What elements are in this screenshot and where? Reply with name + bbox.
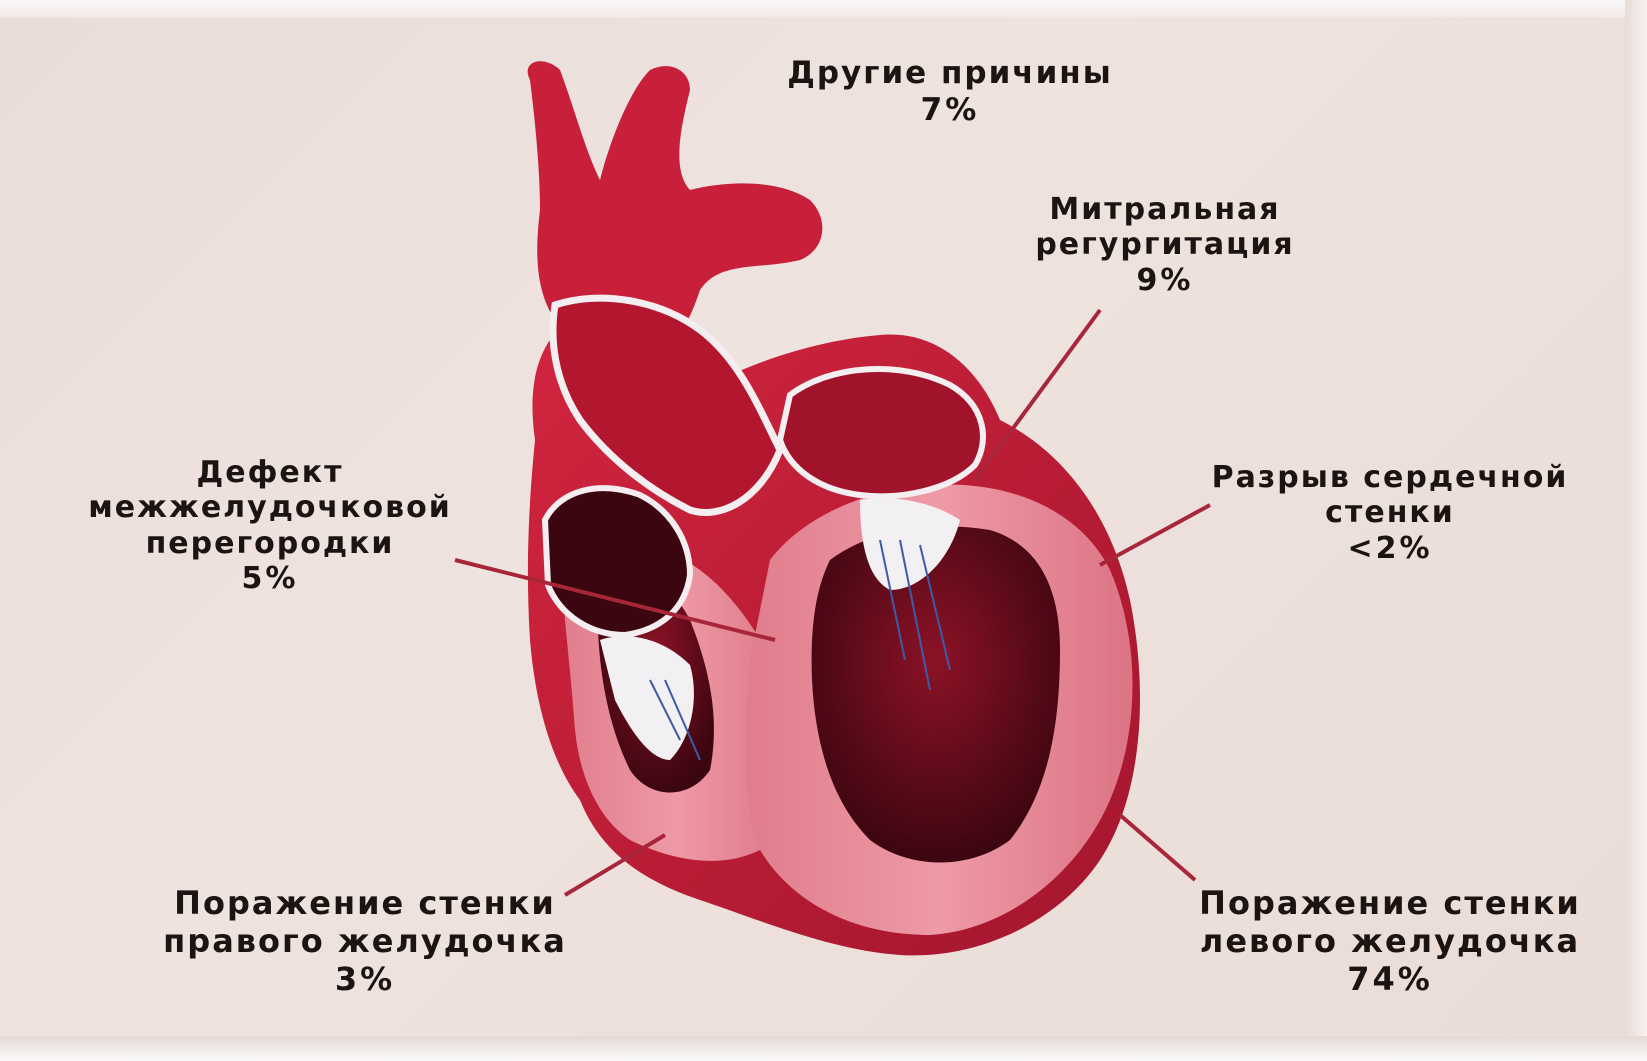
label-rupture-pct: <2%	[1190, 531, 1590, 566]
label-septal-defect: Дефект межжелудочковой перегородки 5%	[55, 455, 485, 597]
label-rv-pct: 3%	[145, 961, 585, 999]
label-left-ventricle-damage: Поражение стенки левого желудочка 74%	[1180, 885, 1600, 998]
label-rupture-line1: Разрыв сердечной	[1190, 460, 1590, 495]
label-mitral-line1: Митральная	[990, 192, 1340, 227]
label-septal-line2: межжелудочковой	[55, 490, 485, 525]
label-septal-line1: Дефект	[55, 455, 485, 490]
label-rupture-line2: стенки	[1190, 495, 1590, 530]
label-mitral-pct: 9%	[990, 263, 1340, 298]
label-septal-pct: 5%	[55, 561, 485, 596]
label-other-causes-text: Другие причины	[760, 55, 1140, 92]
label-mitral-line2: регургитация	[990, 227, 1340, 262]
label-mitral-regurgitation: Митральная регургитация 9%	[990, 192, 1340, 298]
label-other-causes: Другие причины 7%	[760, 55, 1140, 128]
label-rv-line2: правого желудочка	[145, 923, 585, 961]
label-septal-line3: перегородки	[55, 526, 485, 561]
label-lv-line1: Поражение стенки	[1180, 885, 1600, 923]
pointer-left-ventricle	[1120, 815, 1195, 880]
label-right-ventricle-damage: Поражение стенки правого желудочка 3%	[145, 885, 585, 998]
label-wall-rupture: Разрыв сердечной стенки <2%	[1190, 460, 1590, 566]
label-lv-line2: левого желудочка	[1180, 923, 1600, 961]
label-other-causes-pct: 7%	[760, 92, 1140, 129]
label-lv-pct: 74%	[1180, 961, 1600, 999]
label-rv-line1: Поражение стенки	[145, 885, 585, 923]
